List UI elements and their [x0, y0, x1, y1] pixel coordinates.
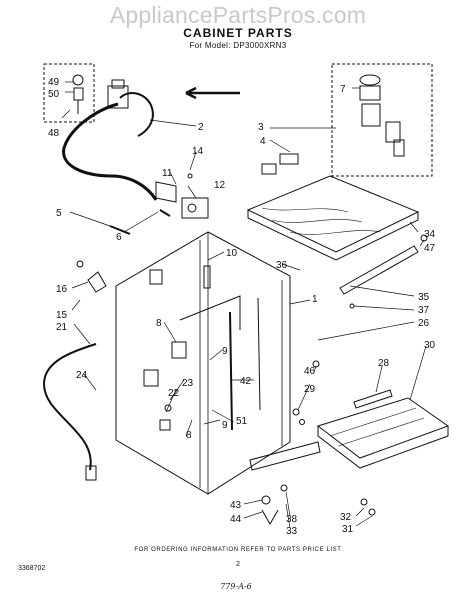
part-label: 9 — [222, 346, 228, 357]
part-label: 9 — [222, 420, 228, 431]
part-label: 4 — [260, 136, 266, 147]
part-label: 38 — [286, 514, 298, 525]
part-label: 32 — [340, 512, 352, 523]
part-label: 1 — [312, 294, 318, 305]
part-label: 24 — [76, 370, 88, 381]
page-number: 2 — [236, 561, 240, 568]
part-label: 10 — [226, 248, 238, 259]
brace-28 — [353, 389, 393, 409]
part-label: 11 — [162, 168, 173, 179]
part-label: 31 — [342, 524, 354, 535]
part-label: 3 — [258, 122, 264, 133]
part-label: 48 — [48, 128, 60, 139]
part-label: 30 — [424, 340, 436, 351]
part-label: 6 — [116, 232, 122, 243]
part-label: 29 — [304, 384, 316, 395]
part-label: 47 — [424, 243, 436, 254]
part-label: 2 — [198, 122, 204, 133]
faucet-adapter — [107, 85, 129, 109]
power-cord — [42, 343, 97, 471]
hose-assembly — [62, 102, 158, 201]
ordering-note: FOR ORDERING INFORMATION REFER TO PARTS … — [134, 547, 341, 553]
part-label: 8 — [156, 318, 162, 329]
part-label: 42 — [240, 376, 252, 387]
part-label: 34 — [424, 229, 436, 240]
part-label: 12 — [214, 180, 226, 191]
drawing-signature: 779-A-6 — [220, 582, 252, 591]
part-label: 16 — [56, 284, 68, 295]
part-label: 43 — [230, 500, 242, 511]
part-label: 50 — [48, 89, 60, 100]
cabinet-frame — [115, 231, 291, 495]
inset-box-right — [331, 63, 433, 177]
side-rail — [339, 245, 419, 295]
part-label: 37 — [418, 305, 430, 316]
toe-panel — [249, 441, 321, 471]
part-label: 22 — [168, 388, 180, 399]
part-label: 49 — [48, 77, 60, 88]
part-label: 7 — [340, 84, 346, 95]
page-title: CABINET PARTS — [183, 26, 293, 40]
document-code: 3368702 — [18, 565, 45, 572]
part-label: 33 — [286, 526, 298, 537]
part-label: 15 — [56, 310, 68, 321]
part-label: 36 — [276, 260, 288, 271]
wooden-top — [246, 175, 420, 253]
part-label: 44 — [230, 514, 242, 525]
part-label: 8 — [186, 430, 192, 441]
part-label: 26 — [418, 318, 430, 329]
front-panel — [316, 397, 450, 459]
part-label: 21 — [56, 322, 68, 333]
part-label: 14 — [192, 146, 204, 157]
inset-box-left — [43, 63, 95, 123]
part-label: 46 — [304, 366, 316, 377]
part-label: 51 — [236, 416, 248, 427]
part-label: 28 — [378, 358, 390, 369]
watermark: AppliancePartsPros.com — [109, 2, 367, 28]
bracket-part — [181, 197, 209, 219]
part-labels: 49 50 48 7 2 3 4 14 11 12 5 6 34 47 36 1… — [48, 77, 436, 537]
model-subtitle: For Model: DP3000XRN3 — [189, 41, 287, 50]
part-label: 35 — [418, 292, 430, 303]
part-label: 23 — [182, 378, 194, 389]
part-label: 5 — [56, 208, 62, 219]
